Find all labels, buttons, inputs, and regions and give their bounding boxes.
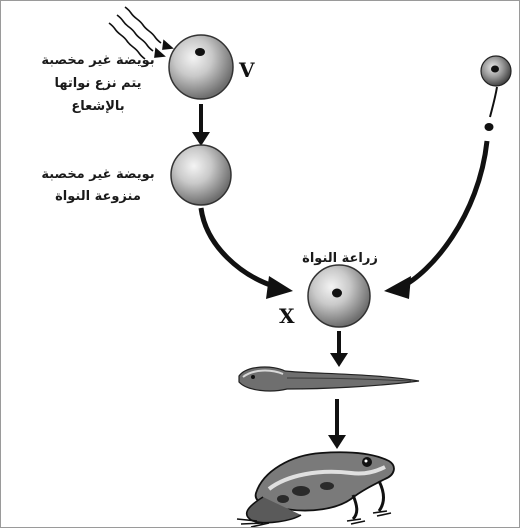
tadpole-icon — [239, 367, 419, 391]
transplanted-egg-icon — [308, 265, 370, 327]
letter-v: V — [239, 60, 255, 80]
label-enucleated-egg-line1: بويضة غير مخصبة — [31, 166, 165, 183]
label-irradiated-egg-line1: بويضة غير مخصبة — [31, 52, 165, 69]
arrow-down-1 — [192, 104, 210, 146]
irradiated-egg-icon — [169, 35, 233, 99]
arrow-down-2 — [330, 331, 348, 367]
enucleated-egg-icon — [171, 145, 231, 205]
label-irradiated-egg-line2: يتم نزع نواتها — [31, 75, 165, 92]
arrow-curve-right — [384, 141, 487, 299]
letter-x: X — [279, 306, 295, 326]
arrow-down-3 — [328, 399, 346, 449]
arrow-curve-left — [201, 208, 293, 299]
frog-icon — [237, 452, 394, 527]
label-enucleated-egg-line2: منزوعة النواة — [31, 188, 165, 205]
label-irradiated-egg-line3: بالإشعاع — [31, 98, 165, 115]
label-nucleus-transplant: زراعة النواة — [296, 250, 384, 267]
donor-cell-icon — [481, 56, 511, 131]
